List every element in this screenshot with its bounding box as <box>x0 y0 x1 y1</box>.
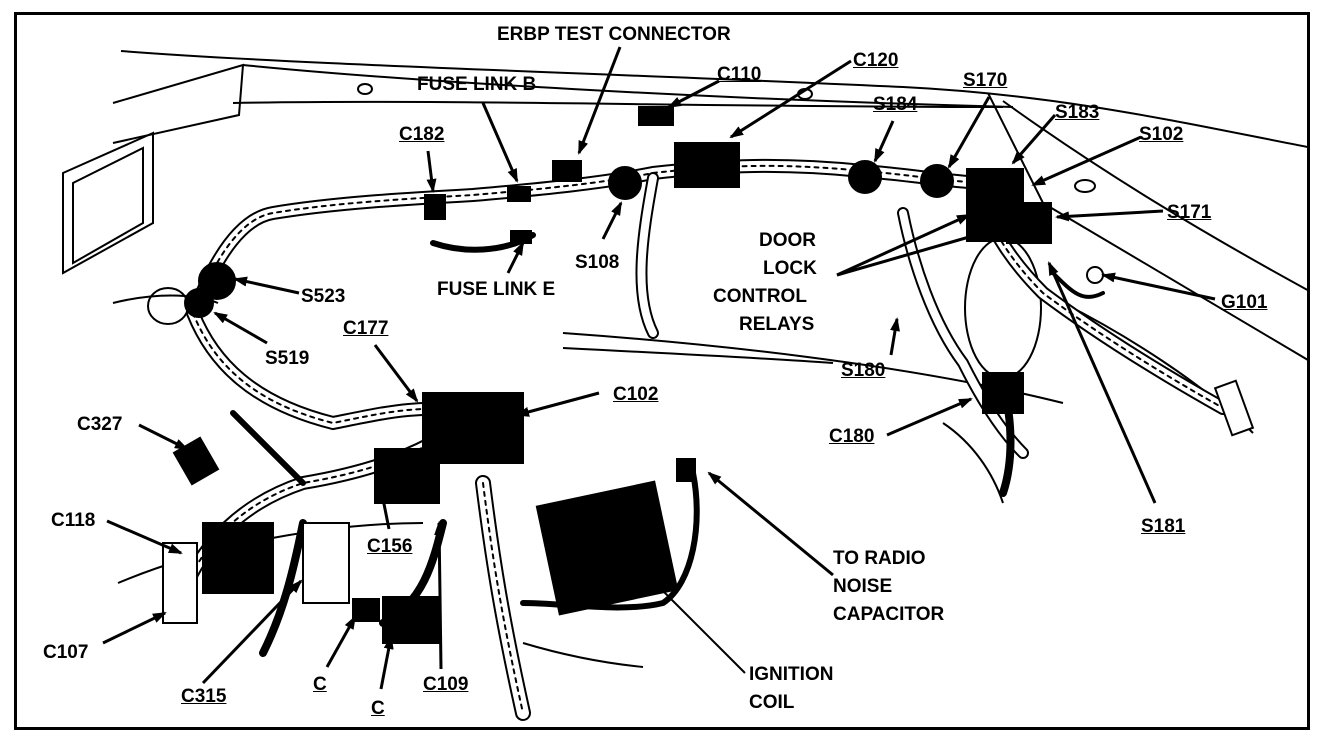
wiring-harness-drawing <box>62 46 1307 721</box>
label-door-lock-line-2: LOCK <box>763 258 817 279</box>
label-s523: S523 <box>301 286 346 307</box>
label-c110: C110 <box>717 64 762 85</box>
label-c156: C156 <box>367 536 413 557</box>
label-s171: S171 <box>1167 202 1212 223</box>
label-ignition-line-2: COIL <box>749 692 795 713</box>
label-radio-line-1: TO RADIO <box>833 548 926 569</box>
label-s181: S181 <box>1141 516 1186 537</box>
label-s170: S170 <box>963 70 1008 91</box>
label-c-right: C <box>371 698 385 719</box>
label-door-lock-line-1: DOOR <box>759 230 816 251</box>
label-door-lock-line-4: RELAYS <box>739 314 815 335</box>
label-c-left: C <box>313 674 327 695</box>
label-c182: C182 <box>399 124 445 145</box>
label-c109: C109 <box>423 674 469 695</box>
connector-blocks <box>162 106 1255 644</box>
label-c315: C315 <box>181 686 227 707</box>
label-c102: C102 <box>613 384 659 405</box>
label-s184: S184 <box>873 94 918 115</box>
label-erbp-test-connector: ERBP TEST CONNECTOR <box>497 24 731 45</box>
callout-arrows <box>102 46 1216 690</box>
label-fuse-link-e: FUSE LINK E <box>437 279 556 300</box>
label-s180: S180 <box>841 360 886 381</box>
label-s108: S108 <box>575 252 620 273</box>
diagram-frame: ERBP TEST CONNECTOR C120 FUSE LINK B C11… <box>14 12 1310 730</box>
label-radio-line-3: CAPACITOR <box>833 604 945 625</box>
label-c180: C180 <box>829 426 875 447</box>
label-c120: C120 <box>853 50 899 71</box>
label-s102: S102 <box>1139 124 1184 145</box>
label-c327: C327 <box>77 414 123 435</box>
label-s183: S183 <box>1055 102 1100 123</box>
label-fuse-link-b: FUSE LINK B <box>417 74 537 95</box>
label-ignition-line-1: IGNITION <box>749 664 834 685</box>
label-door-lock-line-3: CONTROL <box>713 286 807 307</box>
label-radio-line-2: NOISE <box>833 576 893 597</box>
label-c118: C118 <box>51 510 96 531</box>
label-g101: G101 <box>1221 292 1268 313</box>
label-c107: C107 <box>43 642 89 663</box>
label-s519: S519 <box>265 348 310 369</box>
label-c177: C177 <box>343 318 389 339</box>
